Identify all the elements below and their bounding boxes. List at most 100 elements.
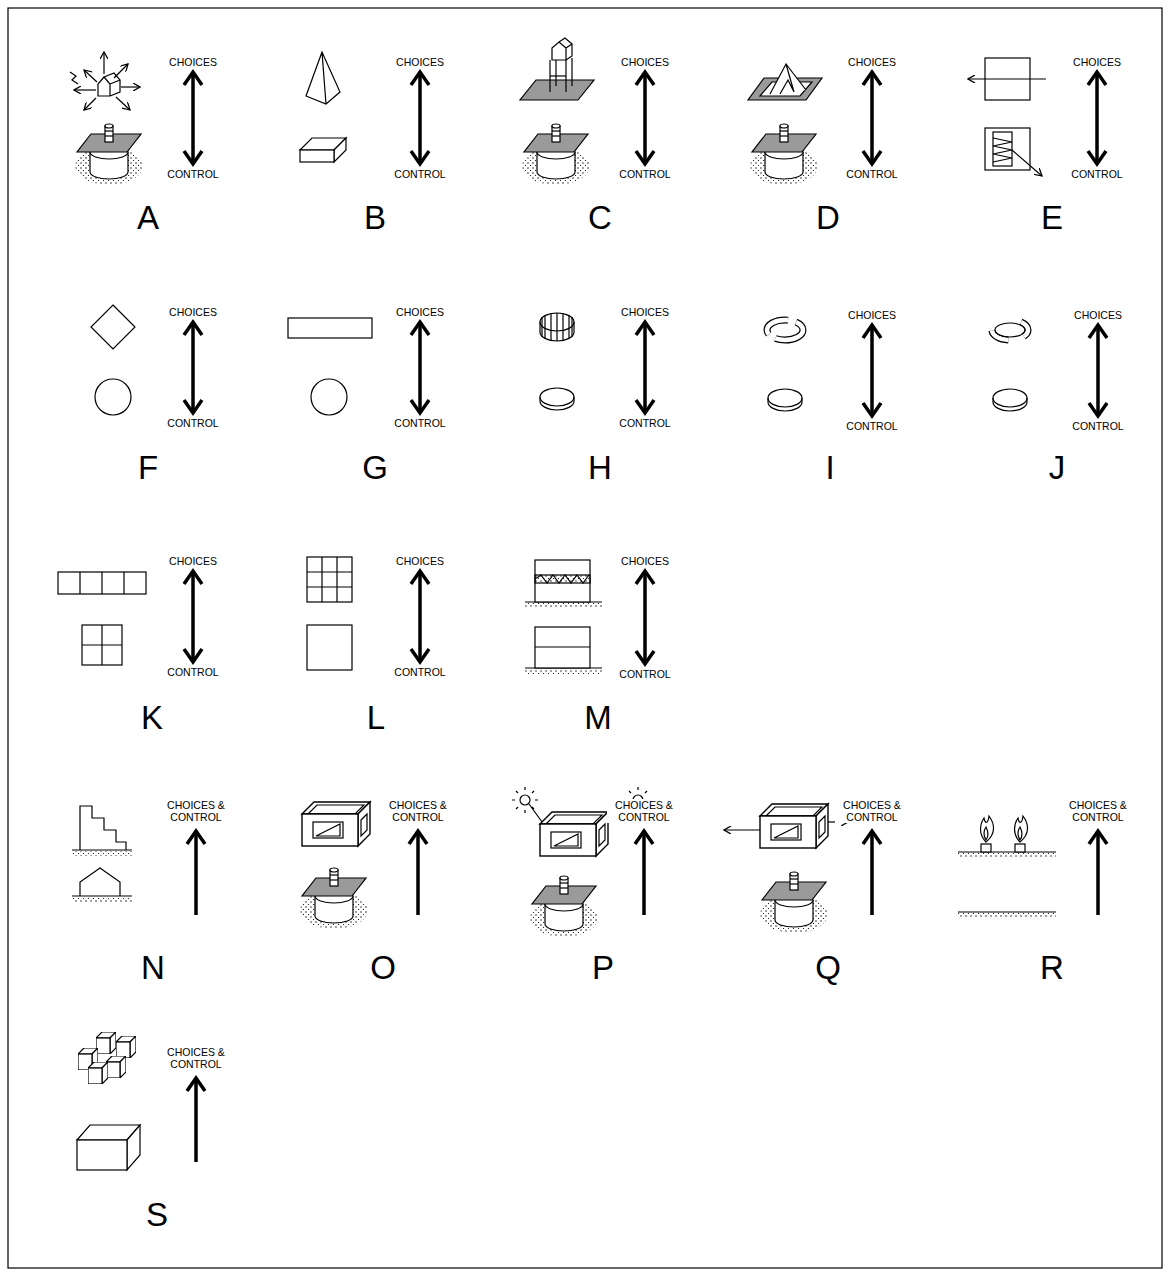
choices-label: CHOICES	[620, 306, 670, 318]
well-icon	[75, 124, 143, 185]
control-label: CONTROL	[166, 666, 219, 678]
panel-letter: G	[361, 450, 389, 486]
up-arrow	[194, 833, 198, 915]
broken-ring-icon	[767, 320, 803, 411]
open-box-icon	[302, 802, 370, 846]
panel-letter: E	[1040, 200, 1064, 236]
arrow-head	[1089, 831, 1107, 844]
panel-letter: N	[140, 950, 166, 986]
panel-letter: J	[1048, 450, 1067, 486]
arrow-head	[411, 400, 429, 413]
arrow-head	[184, 322, 202, 335]
striped-ring-icon	[540, 313, 574, 410]
arrow-head	[184, 400, 202, 413]
well-icon	[760, 872, 828, 933]
up-arrow	[416, 833, 420, 915]
choices-control-label: CHOICES & CONTROL	[159, 1046, 233, 1070]
circle-shape	[95, 379, 131, 415]
panel-letter: B	[363, 200, 387, 236]
choices-control-label: CHOICES & CONTROL	[381, 799, 455, 823]
arrow-head	[411, 72, 429, 85]
up-arrow	[1096, 833, 1100, 915]
flames-icon	[958, 816, 1056, 918]
arrow-head	[411, 151, 429, 164]
arrow-head	[409, 831, 427, 844]
stair-house-icon	[72, 806, 132, 902]
control-label: CONTROL	[845, 420, 898, 432]
panel-letter: R	[1039, 950, 1065, 986]
double-arrow	[191, 324, 195, 411]
choices-label: CHOICES	[168, 56, 218, 68]
double-arrow	[643, 324, 647, 411]
double-arrow	[643, 74, 647, 162]
choices-label: CHOICES	[168, 306, 218, 318]
arrow-head	[863, 325, 881, 338]
control-label: CONTROL	[1070, 168, 1123, 180]
pyramid-slab-icon	[300, 52, 346, 162]
tent-plate-icon	[748, 64, 822, 100]
arrow-head	[636, 571, 654, 584]
panel-letter: D	[815, 200, 841, 236]
well-icon	[530, 876, 598, 937]
arrow-head	[635, 831, 653, 844]
double-arrow	[643, 573, 647, 662]
arrow-head	[636, 400, 654, 413]
panel-letter: S	[145, 1197, 169, 1233]
choices-label: CHOICES	[395, 555, 445, 567]
double-arrow	[191, 573, 195, 660]
control-label: CONTROL	[845, 168, 898, 180]
well-icon	[300, 868, 368, 929]
choices-label: CHOICES	[1073, 309, 1123, 321]
up-arrow	[194, 1080, 198, 1162]
panel-letter: Q	[814, 950, 842, 986]
double-arrow	[418, 573, 422, 660]
choices-label: CHOICES	[620, 555, 670, 567]
choices-label: CHOICES	[847, 309, 897, 321]
layered-box-icon	[525, 560, 602, 674]
double-arrow	[1095, 74, 1099, 162]
choices-label: CHOICES	[1072, 56, 1122, 68]
arrow-head	[1088, 72, 1106, 85]
double-arrow	[418, 74, 422, 162]
choices-control-label: CHOICES & CONTROL	[607, 799, 681, 823]
arrow-head	[184, 649, 202, 662]
open-box-icon	[540, 812, 608, 856]
panel-letter: H	[587, 450, 613, 486]
panel-letter: O	[369, 950, 397, 986]
up-arrow	[870, 833, 874, 915]
choices-label: CHOICES	[168, 555, 218, 567]
double-arrow	[870, 74, 874, 162]
panel-letter: A	[136, 200, 160, 236]
arrow-head	[411, 571, 429, 584]
arrow-head	[636, 72, 654, 85]
house-arrows-icon	[70, 52, 140, 110]
arrow-head	[636, 322, 654, 335]
panel-letter: P	[591, 950, 615, 986]
tower-plate-icon	[520, 38, 594, 100]
arrow-head	[863, 151, 881, 164]
double-arrow	[191, 74, 195, 162]
control-label: CONTROL	[393, 417, 446, 429]
arrow-head	[1089, 403, 1107, 416]
control-label: CONTROL	[618, 168, 671, 180]
arrow-head	[1088, 151, 1106, 164]
arrow-head	[187, 831, 205, 844]
grid-icon	[307, 557, 352, 670]
choices-label: CHOICES	[395, 56, 445, 68]
arrow-head	[184, 571, 202, 584]
panel-letter: K	[140, 700, 164, 736]
panel-letter: L	[366, 700, 386, 736]
arrow-head	[636, 651, 654, 664]
panel-letter: F	[137, 450, 159, 486]
arrow-head	[411, 322, 429, 335]
control-label: CONTROL	[618, 417, 671, 429]
circle-shape	[311, 379, 347, 415]
double-arrow	[870, 327, 874, 414]
choices-label: CHOICES	[620, 56, 670, 68]
control-label: CONTROL	[618, 668, 671, 680]
choices-control-label: CHOICES & CONTROL	[835, 799, 909, 823]
arrow-head	[184, 72, 202, 85]
arrow-head	[411, 649, 429, 662]
arrow-head	[636, 151, 654, 164]
up-arrow	[642, 833, 646, 915]
